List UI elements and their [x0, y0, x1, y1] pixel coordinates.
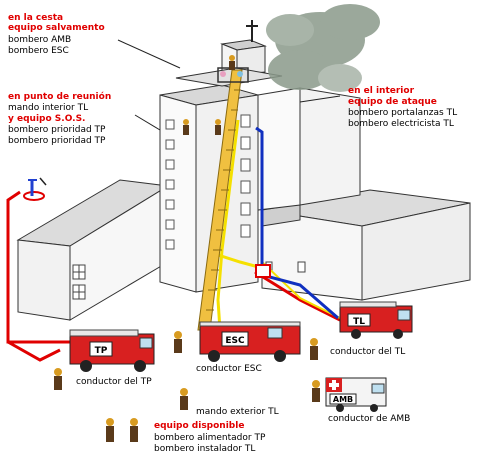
- red-supply-hose: [6, 190, 100, 344]
- civilian-basket: [220, 71, 226, 77]
- right-wing-building: [261, 189, 471, 301]
- firefighter-esc: [174, 331, 182, 353]
- amb-label: AMB: [333, 395, 353, 404]
- firefighter-basket: [229, 55, 235, 70]
- reunion-mando: mando interior TL: [8, 103, 89, 113]
- firefighter-window-2: [215, 119, 221, 135]
- red-tl-hose: [254, 270, 341, 322]
- interior-heading-1: en el interior: [348, 86, 415, 96]
- reunion-tp-2: bombero prioridad TP: [8, 136, 106, 146]
- tl-truck: TL: [339, 301, 413, 339]
- conductor-tl-label: conductor del TL: [330, 347, 406, 357]
- conductor-amb-label: conductor de AMB: [328, 414, 411, 424]
- left-wing-building: [16, 179, 170, 321]
- cesta-heading-2: equipo salvamento: [8, 23, 105, 33]
- hose-junction-box: [255, 264, 271, 278]
- interior-electricista: bombero electricista TL: [348, 119, 454, 129]
- tp-truck: TP: [69, 329, 155, 372]
- tl-truck-label: TL: [353, 317, 365, 327]
- firefighter-tl: [310, 338, 318, 360]
- firefighter-reserve-1: [106, 418, 114, 442]
- firefighter-figures: [54, 55, 320, 442]
- firefighter-mando: [180, 388, 188, 410]
- annotation-pointers: [117, 39, 341, 131]
- interior-portalanzas: bombero portalanzas TL: [348, 108, 458, 118]
- firefighter-reserve-2: [130, 418, 138, 442]
- yellow-hose: [216, 119, 240, 331]
- conductor-tp-label: conductor del TP: [76, 377, 152, 387]
- bombero-instalador-label: bombero instalador TL: [154, 444, 256, 454]
- mando-exterior-label: mando exterior TL: [196, 407, 279, 417]
- interior-heading-2: equipo de ataque: [348, 97, 437, 107]
- esc-truck-label: ESC: [225, 336, 245, 346]
- firefighter-amb: [312, 380, 320, 402]
- bombero-alimentador-label: bombero alimentador TP: [154, 433, 266, 443]
- reunion-tp-1: bombero prioridad TP: [8, 125, 106, 135]
- conductor-esc-label: conductor ESC: [196, 364, 262, 374]
- reunion-heading: en punto de reunión: [8, 92, 112, 102]
- ambulance: AMB: [325, 377, 387, 412]
- reunion-sos: y equipo S.O.S.: [8, 114, 86, 124]
- right-tall-block: [257, 87, 361, 211]
- cesta-bombero-esc: bombero ESC: [8, 46, 69, 56]
- civilian-basket-2: [237, 71, 243, 77]
- hydrant-icon: [23, 177, 47, 201]
- tp-truck-label: TP: [95, 346, 108, 356]
- cesta-bombero-amb: bombero AMB: [8, 35, 72, 45]
- firefighter-tp: [54, 368, 62, 390]
- equipo-disponible-heading: equipo disponible: [154, 421, 245, 431]
- esc-truck: ESC: [199, 321, 301, 362]
- smoke-plume: [266, 4, 380, 92]
- firefighter-window-1: [183, 119, 189, 135]
- cesta-heading-1: en la cesta: [8, 13, 64, 23]
